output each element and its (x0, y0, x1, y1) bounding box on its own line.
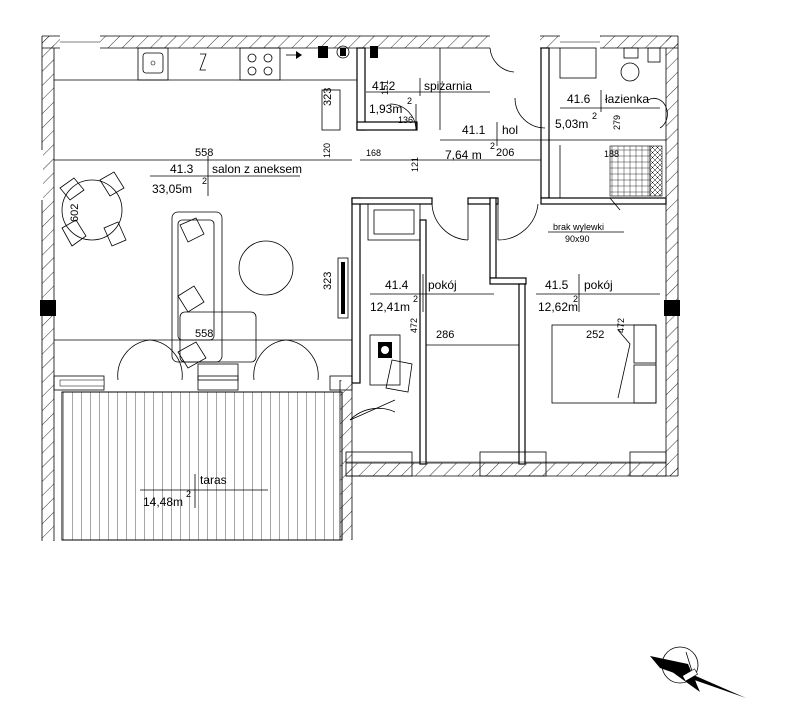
doors (349, 47, 546, 421)
svg-text:602: 602 (69, 204, 81, 222)
coffee-table (238, 240, 294, 296)
svg-text:323: 323 (322, 88, 334, 106)
svg-text:206: 206 (496, 147, 514, 159)
bathroom-fixtures (559, 47, 668, 211)
room-41-5-label: 41.5 pokój 12,62m 2 (538, 278, 613, 314)
svg-text:2: 2 (490, 141, 495, 151)
kitchen (137, 45, 378, 131)
svg-text:taras: taras (200, 473, 227, 487)
shower-label: brak wylewki 90x90 (548, 222, 624, 244)
room-41-2-label: 41.2 spiżarnia 1,93m 2 (369, 79, 472, 116)
balcony-doors (117, 339, 319, 381)
svg-text:2: 2 (202, 176, 207, 186)
interior-walls (54, 47, 667, 465)
room-41-3-label: 41.3 salon z aneksem 33,05m 2 (152, 162, 302, 196)
svg-text:323: 323 (322, 272, 334, 290)
svg-text:pokój: pokój (584, 278, 613, 292)
svg-text:2: 2 (573, 294, 578, 304)
room-41-1-label: 41.1 hol 7,64 m 2 (445, 123, 518, 162)
label-lines (140, 78, 660, 508)
svg-text:188: 188 (604, 149, 619, 159)
svg-text:brak wylewki: brak wylewki (553, 222, 604, 232)
svg-text:łazienka: łazienka (605, 92, 649, 106)
svg-text:12,62m: 12,62m (538, 300, 578, 314)
dimension-labels: 558 558 602 323 323 151 136 168 121 120 … (69, 80, 626, 341)
terrace (53, 375, 667, 541)
svg-text:7,64 m: 7,64 m (445, 148, 482, 162)
svg-text:41.3: 41.3 (170, 162, 194, 176)
svg-text:252: 252 (586, 329, 604, 341)
svg-text:2: 2 (186, 489, 191, 499)
svg-text:33,05m: 33,05m (152, 182, 192, 196)
dining-table (59, 171, 127, 247)
svg-text:168: 168 (366, 148, 381, 158)
svg-text:5,03m: 5,03m (555, 117, 588, 131)
svg-text:41.6: 41.6 (567, 92, 591, 106)
svg-text:279: 279 (612, 115, 622, 130)
svg-text:41.5: 41.5 (545, 278, 569, 292)
exterior-walls (40, 34, 680, 541)
svg-text:41.2: 41.2 (372, 79, 396, 93)
svg-text:2: 2 (413, 294, 418, 304)
svg-text:90x90: 90x90 (565, 234, 590, 244)
svg-text:121: 121 (410, 157, 420, 172)
svg-text:558: 558 (195, 328, 213, 340)
svg-text:286: 286 (436, 329, 454, 341)
desk (369, 334, 413, 393)
svg-text:2: 2 (407, 96, 412, 106)
sink (137, 47, 169, 81)
sofa-set (171, 211, 349, 381)
svg-text:2: 2 (592, 111, 597, 121)
svg-text:41.4: 41.4 (385, 278, 409, 292)
wardrobe (367, 203, 421, 241)
room-41-6-label: 41.6 łazienka 5,03m 2 (555, 92, 649, 131)
svg-text:41.1: 41.1 (462, 123, 486, 137)
svg-text:472: 472 (616, 318, 626, 333)
cooktop (239, 47, 281, 81)
svg-text:14,48m: 14,48m (143, 495, 183, 509)
svg-text:12,41m: 12,41m (370, 300, 410, 314)
svg-text:151: 151 (380, 80, 390, 95)
room-41-4-label: 41.4 pokój 12,41m 2 (370, 278, 457, 314)
svg-text:hol: hol (502, 123, 518, 137)
north-arrow-icon (650, 646, 746, 698)
terrace-label: taras 14,48m 2 (143, 473, 227, 509)
svg-text:120: 120 (322, 143, 332, 158)
bed (551, 324, 657, 404)
svg-text:spiżarnia: spiżarnia (424, 79, 472, 93)
svg-text:pokój: pokój (428, 278, 457, 292)
svg-text:1,93m: 1,93m (369, 102, 402, 116)
svg-text:136: 136 (398, 115, 413, 125)
svg-text:salon z aneksem: salon z aneksem (212, 162, 302, 176)
svg-text:558: 558 (195, 147, 213, 159)
svg-text:472: 472 (409, 318, 419, 333)
